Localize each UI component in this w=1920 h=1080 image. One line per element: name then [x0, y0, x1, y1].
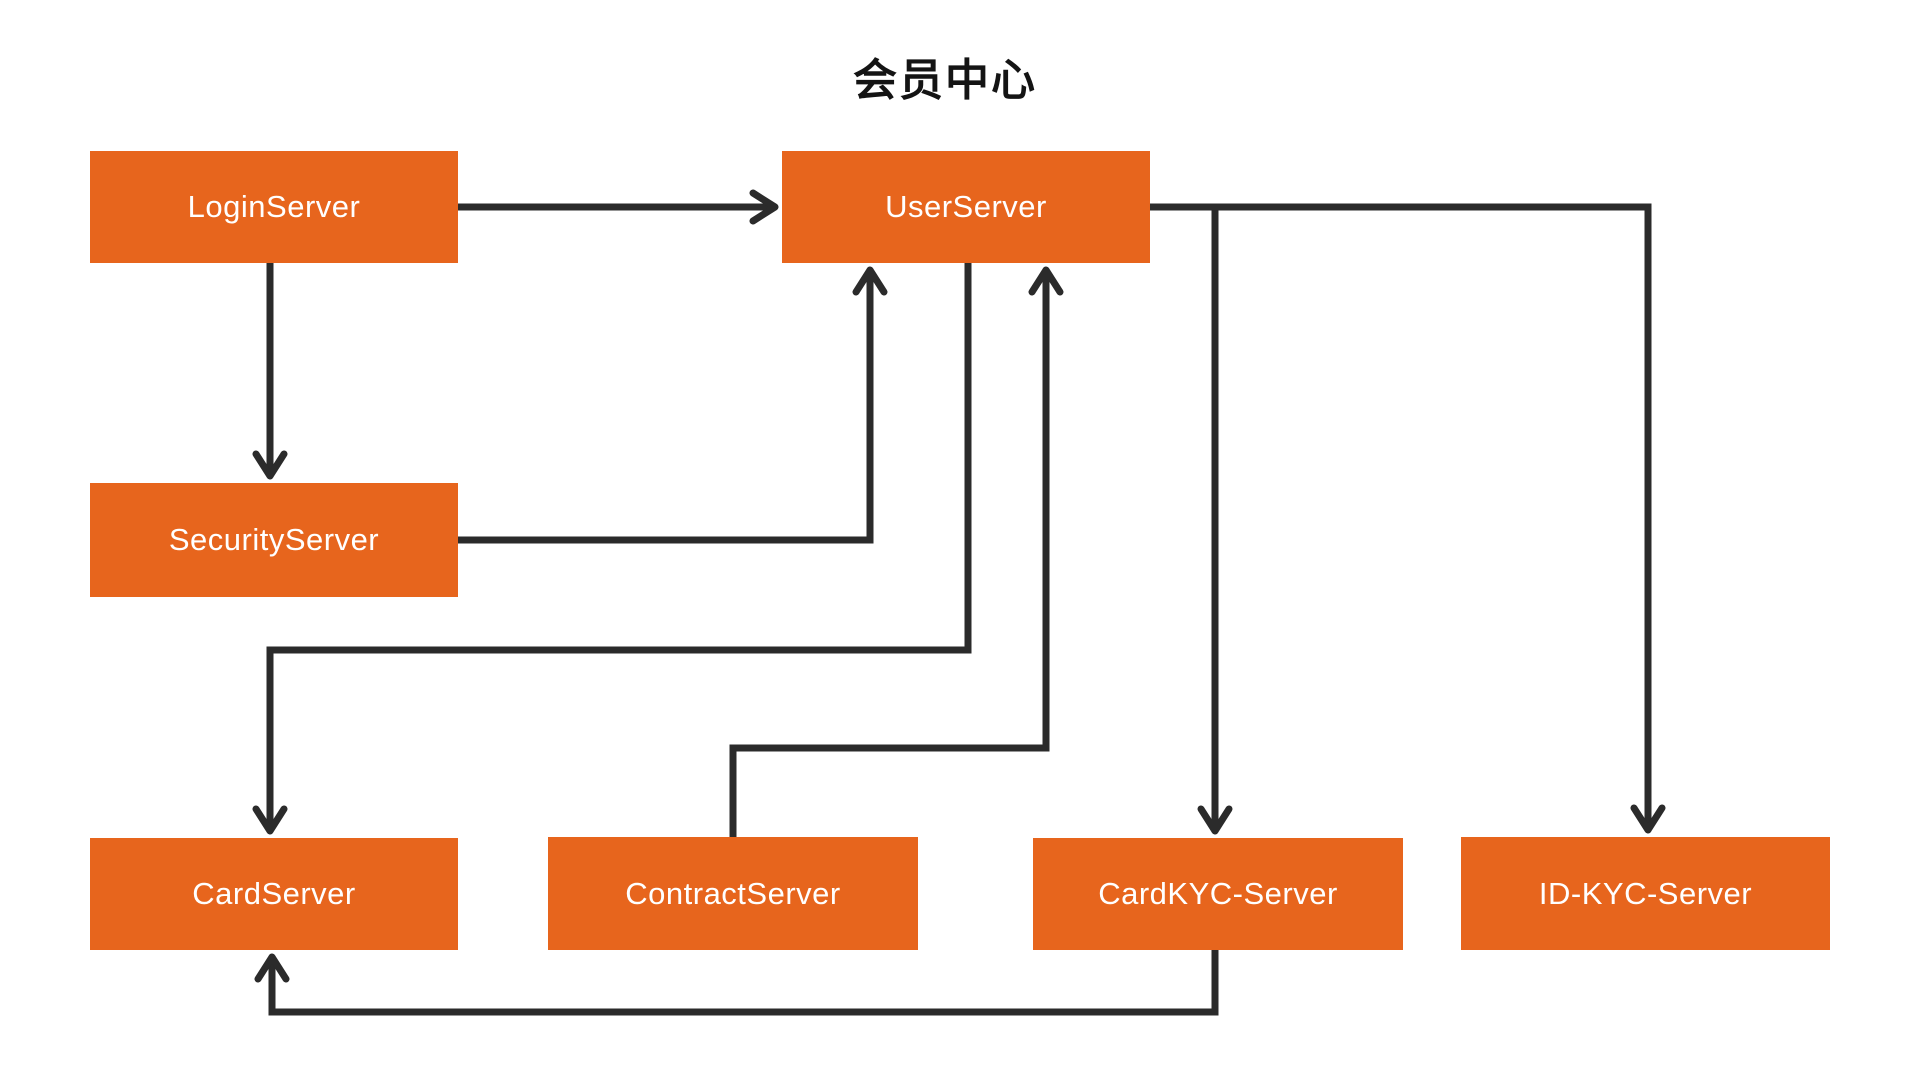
arrowhead-icon [1197, 805, 1233, 835]
edge-line [1150, 203, 1652, 830]
node-login: LoginServer [90, 151, 458, 263]
arrowhead-icon [252, 450, 288, 480]
arrowhead-icon [852, 266, 888, 296]
edge-cardkyc-card [254, 950, 1219, 1016]
edge-security-user [458, 266, 888, 544]
node-label: UserServer [885, 189, 1047, 224]
diagram-title: 会员中心 [853, 56, 1037, 105]
arrowhead-icon [1028, 266, 1064, 296]
node-contract: ContractServer [548, 837, 918, 950]
node-security: SecurityServer [90, 483, 458, 597]
node-card: CardServer [90, 838, 458, 950]
node-cardkyc: CardKYC-Server [1033, 838, 1403, 950]
edge-line [266, 263, 972, 831]
edge-line [458, 270, 874, 544]
edge-login-security [252, 263, 288, 480]
node-label: ContractServer [625, 875, 841, 911]
edge-line [729, 270, 1050, 837]
node-user: UserServer [782, 151, 1150, 263]
node-label: ID-KYC-Server [1538, 875, 1753, 911]
node-label: CardKYC-Server [1098, 876, 1338, 911]
arrowhead-icon [252, 805, 288, 835]
arrowhead-icon [1630, 804, 1666, 834]
edge-login-user [458, 189, 779, 225]
arrowhead-icon [749, 189, 779, 225]
node-label: SecurityServer [168, 522, 380, 557]
node-label: CardServer [192, 876, 356, 911]
node-idkyc: ID-KYC-Server [1461, 837, 1830, 950]
arrowhead-icon [254, 953, 290, 983]
edge-contract-user [729, 266, 1064, 837]
edge-user-card [252, 263, 972, 835]
edge-user-idkyc [1150, 203, 1666, 834]
node-label: LoginServer [187, 189, 361, 224]
edge-line [268, 950, 1219, 1016]
